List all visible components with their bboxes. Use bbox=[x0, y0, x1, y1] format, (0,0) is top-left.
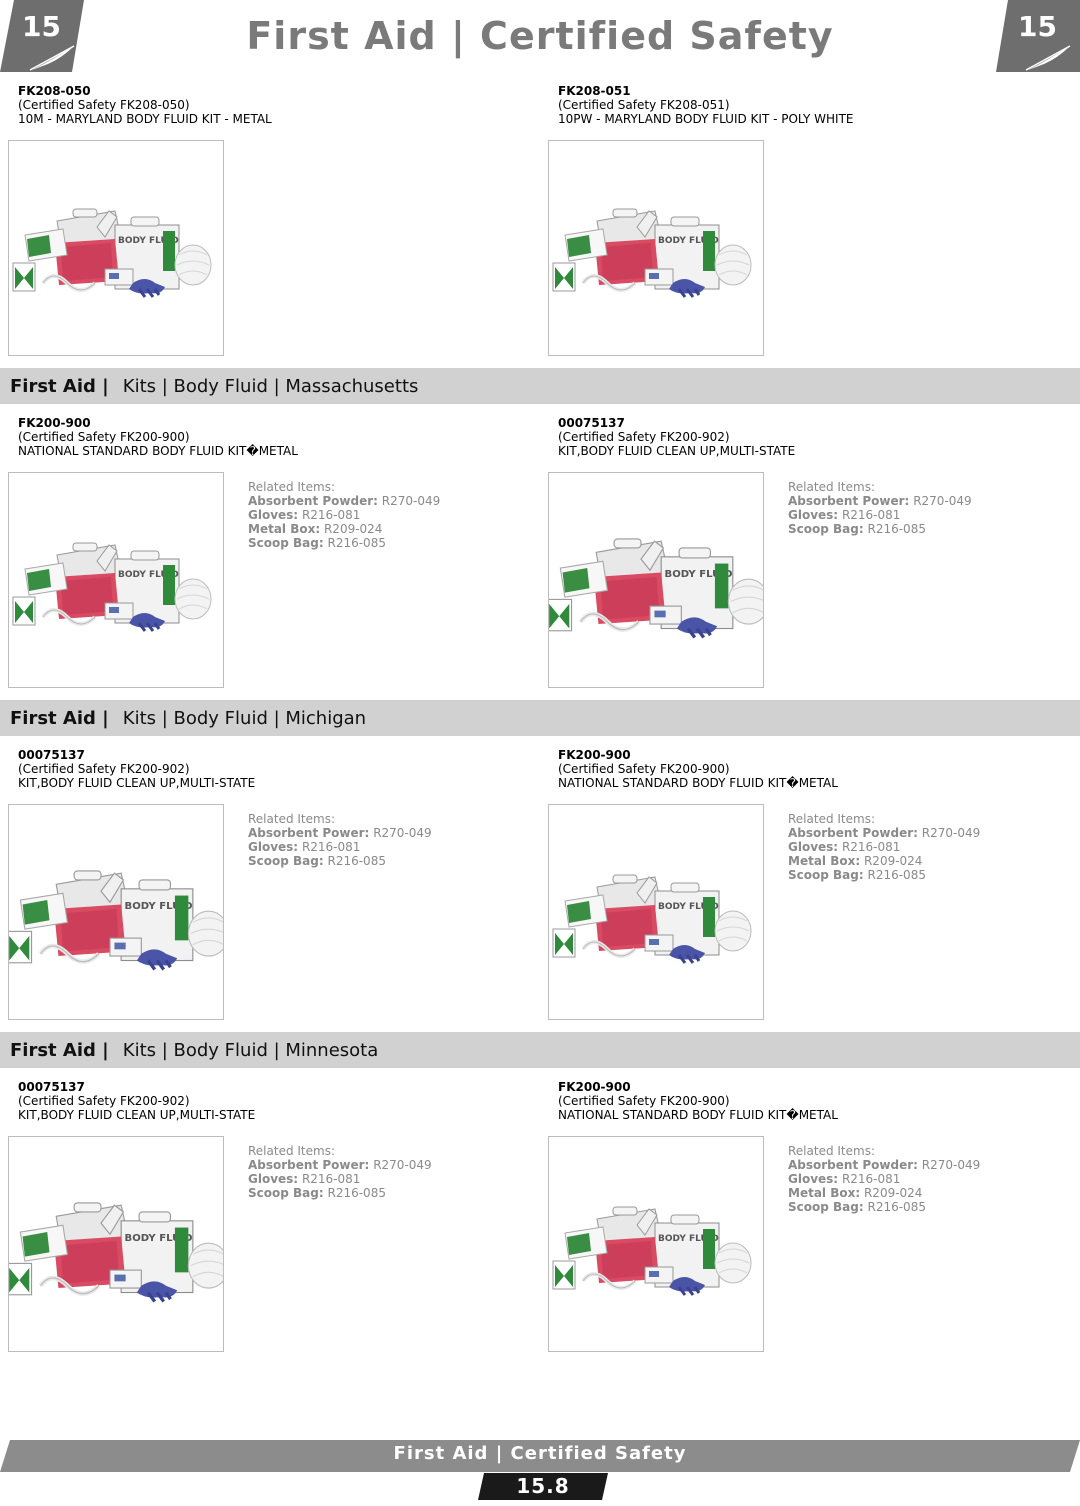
product-card: 00075137 (Certified Safety FK200-902) KI… bbox=[8, 1080, 528, 1352]
product-sku: FK208-051 bbox=[558, 84, 631, 98]
product-sku: 00075137 bbox=[18, 748, 85, 762]
related-item: Metal Box: R209-024 bbox=[788, 1186, 923, 1200]
related-items: Related Items: Absorbent Powder: R270-04… bbox=[788, 1144, 980, 1214]
product-description: 10M - MARYLAND BODY FLUID KIT - METAL bbox=[18, 112, 272, 126]
related-title: Related Items: bbox=[788, 1144, 875, 1158]
product-brand: (Certified Safety FK200-902) bbox=[558, 430, 730, 444]
product-card: 00075137 (Certified Safety FK200-902) KI… bbox=[8, 748, 528, 1020]
product-sku: 00075137 bbox=[18, 1080, 85, 1094]
product-card: FK200-900 (Certified Safety FK200-900) N… bbox=[548, 1080, 1068, 1352]
product-brand: (Certified Safety FK200-900) bbox=[558, 762, 730, 776]
related-item: Gloves: R216-081 bbox=[248, 508, 361, 522]
footer-title: First Aid | Certified Safety bbox=[393, 1443, 687, 1464]
section-header: First Aid | Kits | Body Fluid | Minnesot… bbox=[0, 1032, 1080, 1068]
section-path: Kits | Body Fluid | Massachusetts bbox=[122, 375, 419, 397]
related-item: Metal Box: R209-024 bbox=[788, 854, 923, 868]
footer-page-number: 15.8 bbox=[516, 1474, 570, 1498]
product-image[interactable] bbox=[548, 472, 764, 688]
product-card: FK200-900 (Certified Safety FK200-900) N… bbox=[548, 748, 1068, 1020]
related-title: Related Items: bbox=[788, 480, 875, 494]
related-item: Absorbent Power: R270-049 bbox=[788, 494, 972, 508]
related-item: Absorbent Power: R270-049 bbox=[248, 1158, 432, 1172]
footer-page-box bbox=[478, 1473, 608, 1500]
related-title: Related Items: bbox=[248, 812, 335, 826]
section-category: First Aid | bbox=[10, 375, 109, 397]
related-item: Absorbent Powder: R270-049 bbox=[788, 826, 981, 840]
related-item: Absorbent Power: R270-049 bbox=[248, 826, 432, 840]
related-items: Related Items: Absorbent Power: R270-049… bbox=[248, 1144, 432, 1200]
product-description: NATIONAL STANDARD BODY FLUID KIT�METAL bbox=[558, 776, 838, 790]
product-brand: (Certified Safety FK208-050) bbox=[18, 98, 190, 112]
page-tab-number: 15 bbox=[1018, 10, 1057, 43]
product-image[interactable] bbox=[8, 472, 224, 688]
page-tab-right: 15 bbox=[996, 0, 1080, 72]
related-item: Gloves: R216-081 bbox=[788, 1172, 901, 1186]
product-sku: FK200-900 bbox=[18, 416, 91, 430]
product-description: 10PW - MARYLAND BODY FLUID KIT - POLY WH… bbox=[558, 112, 854, 126]
related-item: Scoop Bag: R216-085 bbox=[248, 536, 386, 550]
product-description: KIT,BODY FLUID CLEAN UP,MULTI-STATE bbox=[18, 776, 256, 790]
product-image[interactable] bbox=[8, 140, 224, 356]
product-card: FK208-050 (Certified Safety FK208-050) 1… bbox=[8, 84, 528, 356]
product-brand: (Certified Safety FK200-902) bbox=[18, 1094, 190, 1108]
product-card: FK208-051 (Certified Safety FK208-051) 1… bbox=[548, 84, 1068, 356]
related-items: Related Items: Absorbent Powder: R270-04… bbox=[788, 812, 980, 882]
related-item: Scoop Bag: R216-085 bbox=[788, 868, 926, 882]
product-description: NATIONAL STANDARD BODY FLUID KIT�METAL bbox=[558, 1108, 838, 1122]
product-sku: FK200-900 bbox=[558, 1080, 631, 1094]
product-sku: FK200-900 bbox=[558, 748, 631, 762]
related-item: Scoop Bag: R216-085 bbox=[248, 1186, 386, 1200]
section-category: First Aid | bbox=[10, 707, 109, 729]
related-item: Scoop Bag: R216-085 bbox=[788, 522, 926, 536]
section-header: First Aid | Kits | Body Fluid | Massachu… bbox=[0, 368, 1080, 404]
product-brand: (Certified Safety FK200-900) bbox=[18, 430, 190, 444]
related-items: Related Items: Absorbent Power: R270-049… bbox=[788, 480, 972, 536]
product-image[interactable] bbox=[8, 1136, 224, 1352]
product-description: KIT,BODY FLUID CLEAN UP,MULTI-STATE bbox=[18, 1108, 256, 1122]
related-items: Related Items: Absorbent Powder: R270-04… bbox=[248, 480, 440, 550]
related-item: Gloves: R216-081 bbox=[788, 508, 901, 522]
related-item: Absorbent Powder: R270-049 bbox=[788, 1158, 981, 1172]
section-header: First Aid | Kits | Body Fluid | Michigan bbox=[0, 700, 1080, 736]
product-image[interactable] bbox=[548, 140, 764, 356]
related-item: Absorbent Powder: R270-049 bbox=[248, 494, 441, 508]
product-description: NATIONAL STANDARD BODY FLUID KIT�METAL bbox=[18, 444, 298, 458]
related-title: Related Items: bbox=[788, 812, 875, 826]
related-item: Metal Box: R209-024 bbox=[248, 522, 383, 536]
related-title: Related Items: bbox=[248, 1144, 335, 1158]
product-brand: (Certified Safety FK208-051) bbox=[558, 98, 730, 112]
section-category: First Aid | bbox=[10, 1039, 109, 1061]
product-brand: (Certified Safety FK200-900) bbox=[558, 1094, 730, 1108]
product-description: KIT,BODY FLUID CLEAN UP,MULTI-STATE bbox=[558, 444, 796, 458]
related-items: Related Items: Absorbent Power: R270-049… bbox=[248, 812, 432, 868]
product-sku: 00075137 bbox=[558, 416, 625, 430]
section-path: Kits | Body Fluid | Michigan bbox=[122, 707, 367, 729]
page-title: First Aid | Certified Safety bbox=[246, 14, 834, 58]
related-item: Scoop Bag: R216-085 bbox=[788, 1200, 926, 1214]
section-path: Kits | Body Fluid | Minnesota bbox=[122, 1039, 379, 1061]
related-title: Related Items: bbox=[248, 480, 335, 494]
page-tab-number: 15 bbox=[22, 10, 61, 43]
product-card: 00075137 (Certified Safety FK200-902) KI… bbox=[548, 416, 1068, 688]
product-image[interactable] bbox=[8, 804, 224, 1020]
related-item: Gloves: R216-081 bbox=[248, 1172, 361, 1186]
related-item: Gloves: R216-081 bbox=[788, 840, 901, 854]
product-image[interactable] bbox=[548, 804, 764, 1020]
product-image[interactable] bbox=[548, 1136, 764, 1352]
footer-bar bbox=[0, 1440, 1080, 1472]
product-sku: FK208-050 bbox=[18, 84, 91, 98]
related-item: Gloves: R216-081 bbox=[248, 840, 361, 854]
related-item: Scoop Bag: R216-085 bbox=[248, 854, 386, 868]
product-brand: (Certified Safety FK200-902) bbox=[18, 762, 190, 776]
product-card: FK200-900 (Certified Safety FK200-900) N… bbox=[8, 416, 528, 688]
page-tab-left: 15 bbox=[0, 0, 84, 72]
